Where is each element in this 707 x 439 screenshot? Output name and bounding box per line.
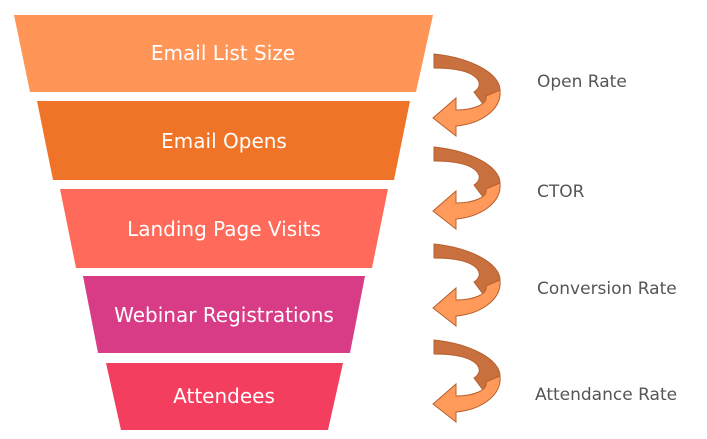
curved-arrow-icon [432, 53, 501, 138]
funnel-stage-email-opens: Email Opens [37, 101, 410, 180]
funnel-stage-4-shape [83, 276, 365, 353]
transition-label-open-rate: Open Rate [537, 72, 627, 92]
funnel-stage-2-shape [37, 101, 410, 180]
funnel-stage-email-list-size: Email List Size [14, 15, 433, 92]
funnel-stage-5-shape [106, 363, 343, 430]
curved-arrow-icon [432, 243, 501, 328]
funnel-stage-3-label: Landing Page Visits [127, 217, 321, 241]
funnel-stage-2-label: Email Opens [161, 129, 287, 153]
funnel-stage-webinar-registrations: Webinar Registrations [83, 276, 365, 353]
funnel-stage-3-shape [60, 189, 388, 268]
transition-label-attendance-rate: Attendance Rate [535, 385, 678, 405]
funnel-stage-1-label: Email List Size [151, 41, 295, 65]
curved-arrow-icon [432, 339, 501, 424]
curved-arrow-icon [432, 146, 501, 231]
funnel-stage-1-shape [14, 15, 433, 92]
funnel-stage-landing-page-visits: Landing Page Visits [60, 189, 388, 268]
funnel-stage-5-label: Attendees [173, 384, 275, 408]
funnel-stage-4-label: Webinar Registrations [114, 303, 334, 327]
transition-label-conversion-rate: Conversion Rate [537, 279, 677, 299]
transition-label-ctor: CTOR [537, 182, 585, 202]
funnel-stage-attendees: Attendees [106, 363, 343, 430]
